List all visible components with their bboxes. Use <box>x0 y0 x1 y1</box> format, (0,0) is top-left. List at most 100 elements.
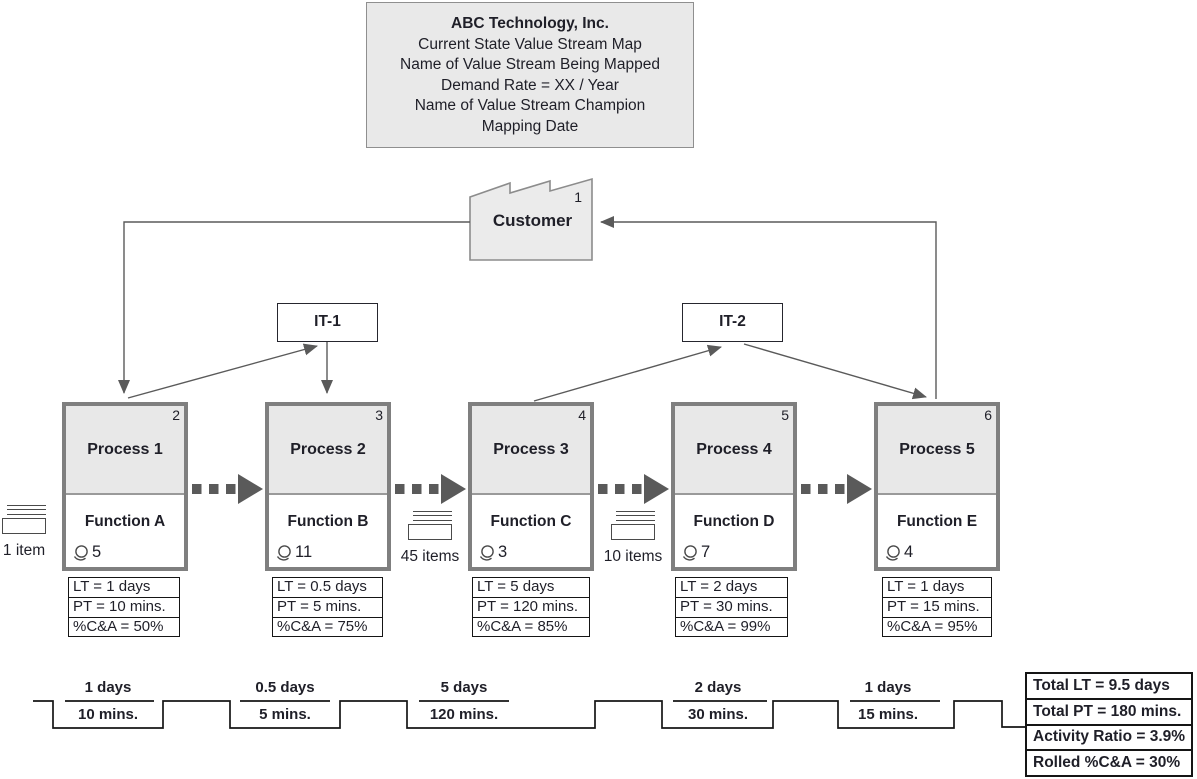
process-box-1: 2 Process 1 Function A 5 <box>62 402 188 571</box>
data-box-3: LT = 5 days PT = 120 mins. %C&A = 85% <box>472 577 590 638</box>
function-name: Function B <box>287 513 369 530</box>
function-name: Function D <box>693 513 775 530</box>
process-name: Process 5 <box>899 440 975 458</box>
operator-row: 5 <box>73 543 101 562</box>
timeline-days-4: 2 days <box>694 679 742 696</box>
timeline-line <box>33 700 1025 729</box>
pct-complete-accurate: %C&A = 50% <box>69 616 179 636</box>
timeline-days-2: 0.5 days <box>255 679 315 696</box>
process-number: 4 <box>578 407 586 423</box>
rolled-pct-ca: Rolled %C&A = 30% <box>1027 749 1191 775</box>
map-type: Current State Value Stream Map <box>418 35 642 53</box>
function-name: Function A <box>84 513 166 530</box>
process-function-section: Function C 3 <box>472 495 590 565</box>
customer-number: 1 <box>574 189 582 205</box>
push-arrow-1 <box>192 474 263 504</box>
inbox-rect <box>408 524 452 541</box>
timeline-mins-4: 30 mins. <box>687 706 749 723</box>
customer-factory-icon <box>469 177 593 261</box>
operator-row: 7 <box>682 543 710 562</box>
process-name: Process 4 <box>696 440 772 458</box>
push-arrow-2 <box>395 474 466 504</box>
inventory-queue-icon-2: 45 items <box>401 511 459 565</box>
inventory-count: 10 items <box>603 548 663 565</box>
it-system-2: IT-2 <box>682 303 783 342</box>
timeline-mins-3: 120 mins. <box>429 706 499 723</box>
timeline-mins-5: 15 mins. <box>857 706 919 723</box>
process-number: 2 <box>172 407 180 423</box>
inbox-rect <box>2 518 46 535</box>
function-name: Function E <box>896 513 978 530</box>
company-name: ABC Technology, Inc. <box>451 15 609 32</box>
inventory-queue-icon-3: 10 items <box>604 511 662 565</box>
operator-count: 5 <box>92 543 102 561</box>
operator-count: 11 <box>295 543 313 561</box>
process-box-5: 6 Process 5 Function E 4 <box>874 402 1000 571</box>
total-process-time: Total PT = 180 mins. <box>1027 697 1191 724</box>
pct-complete-accurate: %C&A = 85% <box>473 616 589 636</box>
process-name: Process 1 <box>87 440 163 458</box>
data-box-2: LT = 0.5 days PT = 5 mins. %C&A = 75% <box>272 577 383 638</box>
process-box-3: 4 Process 3 Function C 3 <box>468 402 594 571</box>
champion-name: Name of Value Stream Champion <box>414 97 646 114</box>
push-arrow-4 <box>801 474 872 504</box>
process-time: PT = 30 mins. <box>676 597 787 616</box>
process-function-section: Function A 5 <box>66 495 184 565</box>
process-time: PT = 120 mins. <box>473 597 589 616</box>
timeline-days-3: 5 days <box>440 679 488 696</box>
push-arrow-3 <box>598 474 669 504</box>
process-title-section: 6 Process 5 <box>878 406 996 495</box>
inventory-count: 1 item <box>2 542 46 559</box>
process-time: PT = 10 mins. <box>69 597 179 616</box>
operator-count: 3 <box>498 543 508 561</box>
data-box-5: LT = 1 days PT = 15 mins. %C&A = 95% <box>882 577 992 638</box>
timeline-mins-1: 10 mins. <box>77 706 139 723</box>
data-box-1: LT = 1 days PT = 10 mins. %C&A = 50% <box>68 577 180 638</box>
inventory-count: 45 items <box>400 548 460 565</box>
process-time: PT = 5 mins. <box>273 597 382 616</box>
operator-icon <box>276 545 291 561</box>
function-name: Function C <box>490 513 572 530</box>
operator-row: 4 <box>885 543 913 562</box>
process-function-section: Function E 4 <box>878 495 996 565</box>
connector-process1-to-it1 <box>127 343 318 399</box>
inventory-queue-icon-1: 1 item <box>2 505 46 559</box>
total-lead-time: Total LT = 9.5 days <box>1033 676 1170 694</box>
process-title-section: 5 Process 4 <box>675 406 793 495</box>
process-title-section: 3 Process 2 <box>269 406 387 495</box>
title-box: ABC Technology, Inc. Current State Value… <box>366 2 694 148</box>
timeline-days-1: 1 days <box>84 679 132 696</box>
mapping-date: Mapping Date <box>481 117 579 135</box>
inbox-rect <box>611 524 655 541</box>
pct-complete-accurate: %C&A = 99% <box>676 616 787 636</box>
process-number: 6 <box>984 407 992 423</box>
pct-complete-accurate: %C&A = 75% <box>273 616 382 636</box>
operator-icon <box>73 545 88 561</box>
activity-ratio: Activity Ratio = 3.9% <box>1027 723 1191 750</box>
operator-icon <box>479 545 494 561</box>
operator-row: 11 <box>276 543 312 562</box>
operator-row: 3 <box>479 543 507 562</box>
connector-it2-to-process5 <box>743 343 927 400</box>
process-function-section: Function D 7 <box>675 495 793 565</box>
process-name: Process 2 <box>290 440 366 458</box>
process-title-section: 4 Process 3 <box>472 406 590 495</box>
lead-time: LT = 1 days <box>73 578 151 595</box>
lead-time: LT = 2 days <box>680 578 758 595</box>
value-stream-name: Name of Value Stream Being Mapped <box>400 56 660 73</box>
operator-count: 4 <box>904 543 914 561</box>
lead-time: LT = 5 days <box>477 578 555 595</box>
operator-icon <box>885 545 900 561</box>
timeline-days-5: 1 days <box>864 679 912 696</box>
connector-process5-to-customer <box>600 216 937 399</box>
it-system-1: IT-1 <box>277 303 378 342</box>
customer-label: Customer <box>492 211 573 230</box>
demand-rate: Demand Rate = XX / Year <box>441 76 619 94</box>
process-function-section: Function B 11 <box>269 495 387 565</box>
process-number: 3 <box>375 407 383 423</box>
process-box-4: 5 Process 4 Function D 7 <box>671 402 797 571</box>
timeline-mins-2: 5 mins. <box>259 706 311 723</box>
summary-box: Total LT = 9.5 days Total PT = 180 mins.… <box>1025 672 1193 777</box>
